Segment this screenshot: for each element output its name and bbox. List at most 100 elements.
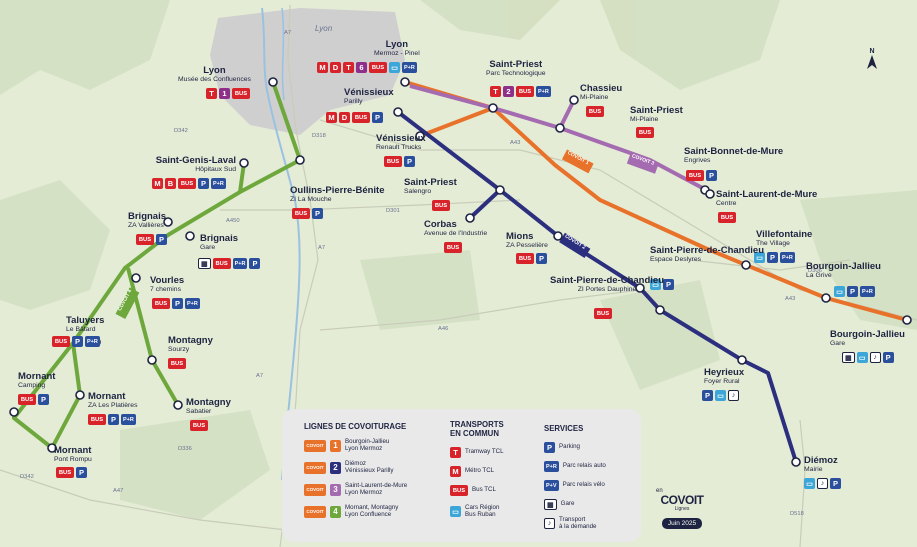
- road-label: A43: [510, 140, 521, 146]
- bus-icon: BUS: [18, 394, 36, 405]
- stop-bourgoin-gare[interactable]: [902, 315, 912, 325]
- bus-icon: BUS: [636, 127, 654, 138]
- saone-river: [281, 7, 285, 101]
- road-label: A450: [226, 218, 240, 224]
- covoit-logo-icon: COVOIT: [304, 505, 326, 518]
- parking-icon: P: [372, 112, 383, 123]
- stop-badges: ▭P: [650, 279, 674, 290]
- covoit-line-4: [12, 81, 302, 450]
- bus-icon: BUS: [594, 308, 612, 319]
- legend-lines-title: LIGNES DE COVOITURAGE: [304, 422, 407, 431]
- bus-icon: BUS: [152, 298, 170, 309]
- parking-icon: P: [198, 178, 209, 189]
- stop-lyon-mermoz[interactable]: [400, 77, 410, 87]
- park-ride-icon: P+R: [211, 178, 226, 189]
- parking-icon: P: [882, 352, 894, 363]
- stop-brignais-za[interactable]: [163, 217, 173, 227]
- parking-icon: P: [72, 336, 83, 347]
- stop-mornant-pont-rompu[interactable]: [47, 443, 57, 453]
- stop-brignais-gare[interactable]: [185, 231, 195, 241]
- road-label: D306: [808, 268, 822, 274]
- stop-mornant-za[interactable]: [75, 390, 85, 400]
- parking-icon: P: [108, 414, 119, 425]
- stop-badges: BUS: [168, 358, 186, 369]
- brand-block: en COVOIT Lignes Juin 2025: [652, 488, 712, 530]
- stop-heyrieux[interactable]: [737, 355, 747, 365]
- stop-saint-priest-parc-techno[interactable]: [488, 103, 498, 113]
- road-label: A43: [785, 296, 796, 302]
- stop-villefontaine[interactable]: [741, 260, 751, 270]
- stop-montagny-sourzy[interactable]: [147, 355, 157, 365]
- road-label: A7: [256, 373, 264, 379]
- stop-saint-priest-mi-plaine[interactable]: [555, 123, 565, 133]
- line-number: 4: [330, 505, 341, 518]
- stop-diemoz[interactable]: [791, 457, 801, 467]
- bus-icon: BUS: [212, 258, 231, 269]
- stop-corbas[interactable]: [465, 213, 475, 223]
- stop-saint-pierre-espace[interactable]: [635, 283, 645, 293]
- covoit-line-1: [404, 80, 908, 322]
- stop-mornant-camping[interactable]: [9, 407, 19, 417]
- stop-saint-priest-salengro[interactable]: [495, 185, 505, 195]
- roads: [0, 4, 917, 547]
- bus-icon: BUS: [88, 414, 106, 425]
- parking-icon: P: [847, 286, 858, 297]
- stop-mions[interactable]: [553, 231, 563, 241]
- stop-badges: ▦▭♪P: [842, 352, 894, 363]
- parking-icon: P: [544, 442, 555, 453]
- stop-badges: BUS: [636, 127, 654, 138]
- line-number: 1: [330, 439, 341, 452]
- stop-vourles[interactable]: [131, 273, 141, 283]
- stop-lyon-confluences[interactable]: [268, 77, 278, 87]
- tram-icon: T: [206, 88, 217, 99]
- park-ride-icon: P+R: [860, 286, 875, 297]
- train-station-icon: ▦: [544, 499, 557, 510]
- bus-icon: BUS: [168, 358, 186, 369]
- road-label: A46: [438, 326, 449, 332]
- parking-icon: P: [663, 279, 674, 290]
- stop-badges: BUS: [432, 200, 450, 211]
- coach-icon: ▭: [834, 286, 845, 297]
- stop-oullins[interactable]: [295, 155, 305, 165]
- parking-icon: P: [312, 208, 323, 219]
- stop-chassieu-mi-plaine[interactable]: [569, 95, 579, 105]
- covoit-logo-icon: COVOIT: [304, 461, 326, 474]
- stop-montagny-sabatier[interactable]: [173, 400, 183, 410]
- parking-icon: P: [702, 390, 713, 401]
- covoit-logo-icon: COVOIT: [304, 483, 326, 496]
- legend-service-row: ▦Gare: [544, 499, 574, 510]
- coach-icon: ▭: [804, 478, 815, 489]
- stop-venissieux-renault[interactable]: [415, 131, 425, 141]
- stop-saint-pierre-zi[interactable]: [655, 305, 665, 315]
- stop-bourgoin-la-grive[interactable]: [821, 293, 831, 303]
- bus-icon: BUS: [686, 170, 704, 181]
- park-ride-bike-icon: P+V: [544, 480, 559, 491]
- stop-saint-genis-laval[interactable]: [239, 158, 249, 168]
- stop-venissieux-parilly[interactable]: [393, 107, 403, 117]
- tram-icon: T: [343, 62, 354, 73]
- line-badge-2: [559, 232, 591, 259]
- stop-saint-laurent[interactable]: [705, 189, 715, 199]
